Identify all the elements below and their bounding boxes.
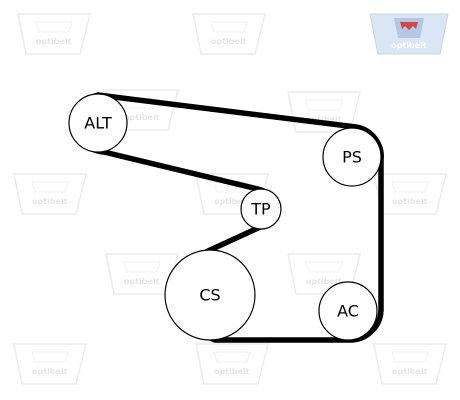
logo-crown-icon: [400, 22, 418, 30]
watermark-text: optibelt: [32, 197, 68, 206]
watermark-layer: optibelt optibelt optibelt optibelt opti: [13, 13, 447, 385]
watermark-tile: optibelt: [17, 13, 91, 55]
watermark-text: optibelt: [36, 37, 72, 46]
watermark-tile: optibelt: [13, 173, 87, 215]
pulley-cs-label: CS: [199, 286, 220, 305]
pulley-tp-label: TP: [250, 200, 271, 219]
watermark-text: optibelt: [392, 367, 428, 376]
pulley-tp: TP: [240, 188, 282, 230]
watermark-tile: optibelt: [373, 173, 447, 215]
logo-text: optibelt: [391, 41, 427, 50]
pulley-alt-circle: [68, 93, 128, 153]
pulley-ac-label: AC: [337, 302, 359, 321]
pulley-ac: AC: [318, 281, 378, 341]
pulley-tp-circle: [240, 188, 282, 230]
pulley-ps-circle: [322, 127, 382, 187]
pulley-alt-label: ALT: [84, 114, 112, 133]
pulley-cs-circle: [164, 249, 256, 341]
watermark-text: optibelt: [214, 197, 250, 206]
pulley-ac-circle: [318, 281, 378, 341]
watermark-text: optibelt: [392, 197, 428, 206]
watermark-text: optibelt: [32, 367, 68, 376]
watermark-text: optibelt: [124, 277, 160, 286]
pulley-ps: PS: [322, 127, 382, 187]
watermark-tile: optibelt: [192, 13, 266, 55]
watermark-tile: optibelt: [13, 343, 87, 385]
pulley-alt: ALT: [68, 93, 128, 153]
brand-logo: optibelt: [369, 13, 449, 55]
watermark-text: optibelt: [306, 115, 342, 124]
pulley-ps-label: PS: [342, 148, 362, 167]
watermark-text: optibelt: [124, 113, 160, 122]
watermark-tile: optibelt: [373, 343, 447, 385]
watermark-text: optibelt: [214, 367, 250, 376]
pulley-cs: CS: [164, 249, 256, 341]
watermark-tile: optibelt: [195, 343, 269, 385]
watermark-text: optibelt: [306, 277, 342, 286]
watermark-text: optibelt: [211, 37, 247, 46]
